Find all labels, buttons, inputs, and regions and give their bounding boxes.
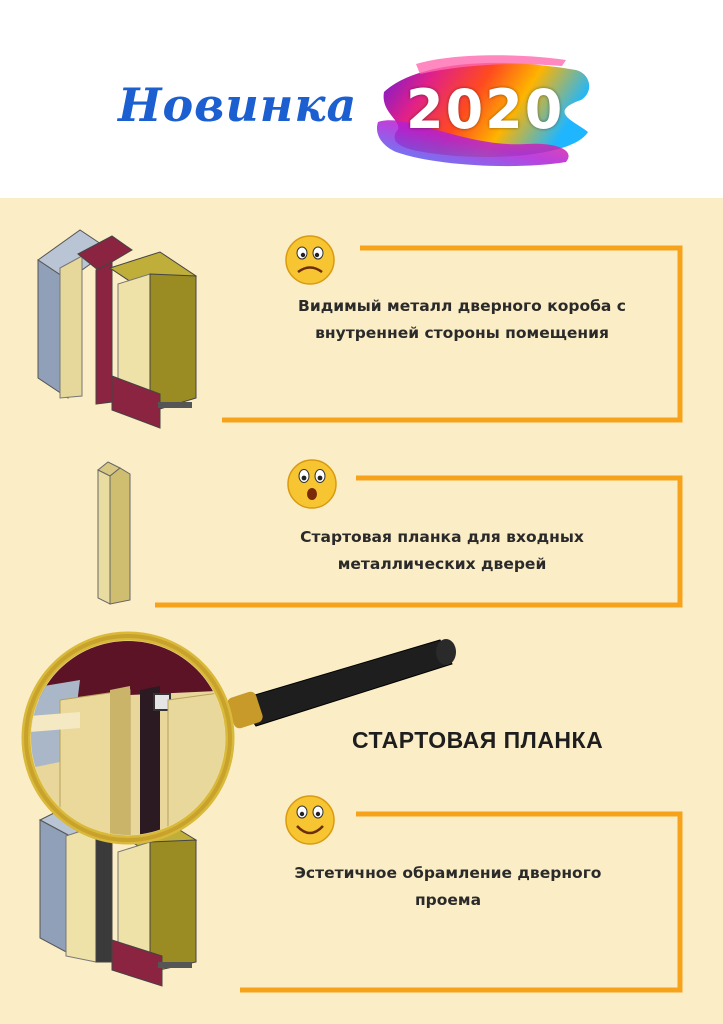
header-banner: Новинка 2020 xyxy=(0,0,723,198)
caption-1: Видимый металл дверного короба с внутрен… xyxy=(272,293,652,347)
door-frame-visible-metal-illustration xyxy=(37,229,198,429)
caption-3-line-2: проема xyxy=(414,891,482,909)
caption-2-line-2: металлических дверей xyxy=(337,555,547,573)
year-badge: 2020 xyxy=(376,52,598,170)
starter-strip-illustration xyxy=(97,461,131,605)
caption-3: Эстетичное обрамление дверного проема xyxy=(258,860,638,914)
paint-splash-icon xyxy=(376,55,590,167)
surprised-face-icon xyxy=(287,459,337,509)
bracket-frame-2 xyxy=(155,475,683,608)
caption-2-line-1: Стартовая планка для входных xyxy=(300,528,584,546)
starter-strip-heading: СТАРТОВАЯ ПЛАНКА xyxy=(352,727,604,753)
year-text: 2020 xyxy=(406,78,565,141)
bracket-frame-3 xyxy=(240,811,683,993)
caption-1-line-2: внутренней стороны помещения xyxy=(315,324,609,342)
title-word: Новинка xyxy=(118,78,358,132)
bracket-frame-1 xyxy=(222,245,683,423)
sad-face-icon xyxy=(285,235,335,285)
caption-1-line-1: Видимый металл дверного короба с xyxy=(298,297,626,315)
door-frame-aesthetic-illustration xyxy=(38,799,198,987)
caption-3-line-1: Эстетичное обрамление дверного xyxy=(294,864,602,882)
caption-2: Стартовая планка для входных металлическ… xyxy=(252,524,632,578)
smiling-face-icon xyxy=(285,795,335,845)
